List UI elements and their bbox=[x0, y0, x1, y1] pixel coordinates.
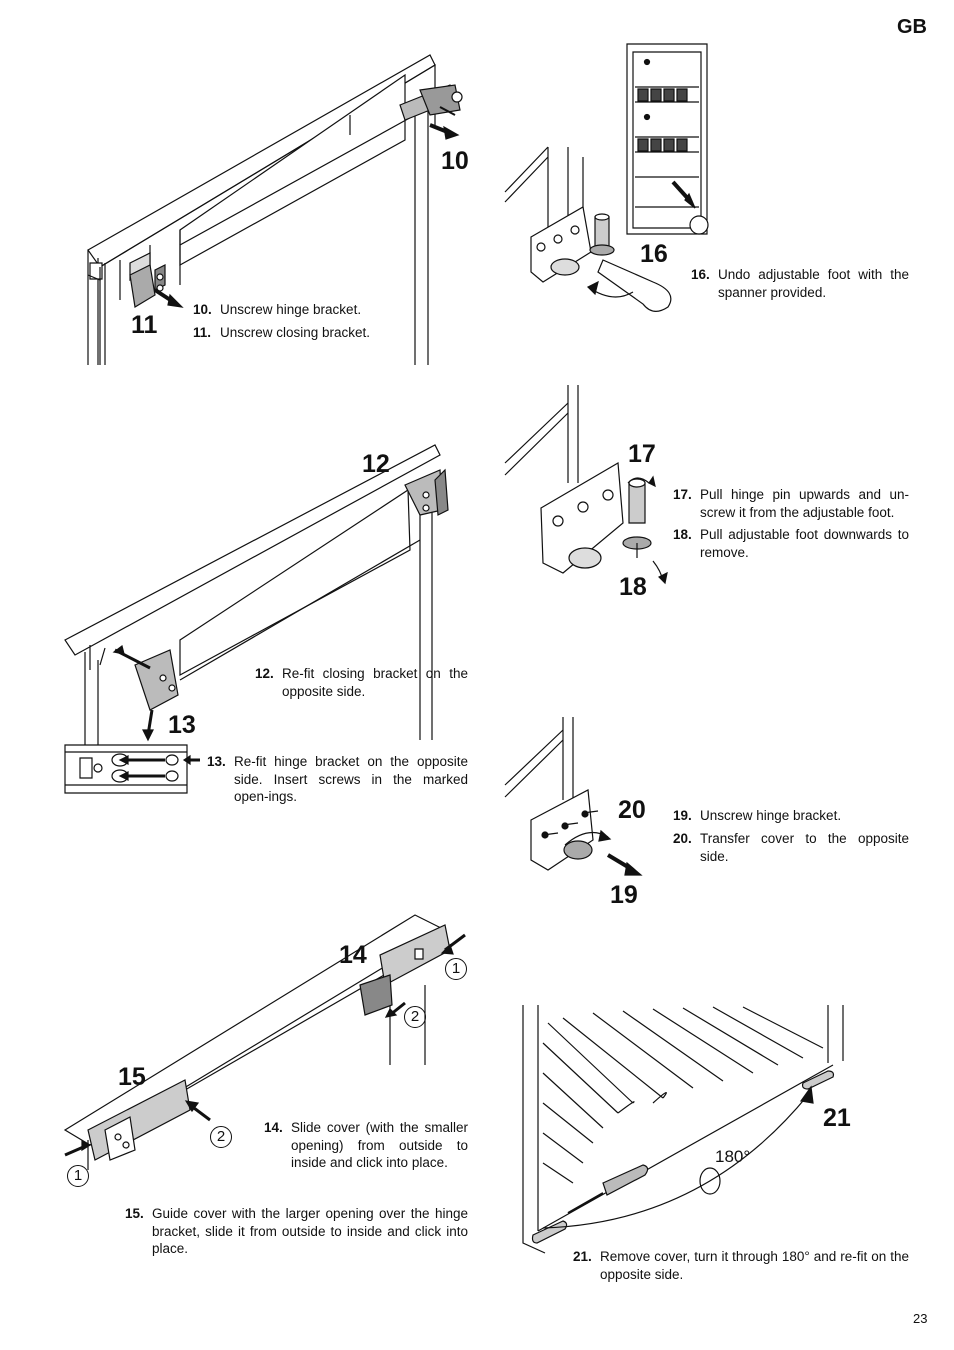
callout-circle-1-top: 1 bbox=[445, 958, 467, 980]
step-11: 11. Unscrew closing bracket. bbox=[193, 325, 371, 340]
figure-number-19: 19 bbox=[610, 881, 638, 909]
figure-number-10: 10 bbox=[441, 147, 469, 175]
figure-number-17: 17 bbox=[628, 440, 656, 468]
step-13: 13. Re-fit hinge bracket on the opposite… bbox=[207, 754, 468, 804]
illustration-hinge-bracket-bottom bbox=[503, 715, 653, 905]
step-21: 21. Remove cover, turn it through 180° a… bbox=[573, 1249, 909, 1282]
illustration-rotate-cover bbox=[503, 1003, 853, 1255]
illustration-refit-brackets bbox=[60, 440, 460, 800]
figure-number-21: 21 bbox=[823, 1104, 851, 1132]
step-16: 16. Undo adjustable foot with the spanne… bbox=[691, 267, 909, 300]
illustration-slide-covers bbox=[60, 905, 470, 1195]
figure-number-14: 14 bbox=[339, 941, 367, 969]
language-code: GB bbox=[897, 16, 927, 38]
step-20: 20. Transfer cover to the opposite side. bbox=[673, 831, 909, 864]
step-19: 19. Unscrew hinge bracket. bbox=[673, 808, 842, 823]
step-17: 17. Pull hinge pin upwards and un-screw … bbox=[673, 487, 909, 520]
step-10: 10. Unscrew hinge bracket. bbox=[193, 302, 362, 317]
callout-circle-2-top: 2 bbox=[404, 1006, 426, 1028]
step-15: 15. Guide cover with the larger opening … bbox=[125, 1206, 468, 1256]
illustration-hinge-bracket-top bbox=[60, 45, 480, 370]
figure-number-20: 20 bbox=[618, 796, 646, 824]
step-14: 14. Slide cover (with the smaller openin… bbox=[264, 1120, 468, 1170]
figure-number-18: 18 bbox=[619, 573, 647, 601]
step-18: 18. Pull adjustable foot downwards to re… bbox=[673, 527, 909, 560]
angle-label: 180° bbox=[715, 1147, 751, 1166]
callout-circle-1-bottom: 1 bbox=[67, 1165, 89, 1187]
figure-number-11: 11 bbox=[131, 311, 158, 339]
illustration-fridge-and-spanner bbox=[503, 42, 718, 327]
figure-number-12: 12 bbox=[362, 450, 390, 478]
callout-circle-2-bottom: 2 bbox=[210, 1126, 232, 1148]
figure-number-16: 16 bbox=[640, 240, 668, 268]
figure-number-15: 15 bbox=[118, 1063, 146, 1091]
illustration-hinge-pin-and-foot bbox=[503, 383, 678, 593]
page-number: 23 bbox=[913, 1311, 928, 1326]
step-12: 12. Re-fit closing bracket on the opposi… bbox=[255, 666, 468, 699]
figure-number-13: 13 bbox=[168, 711, 196, 739]
